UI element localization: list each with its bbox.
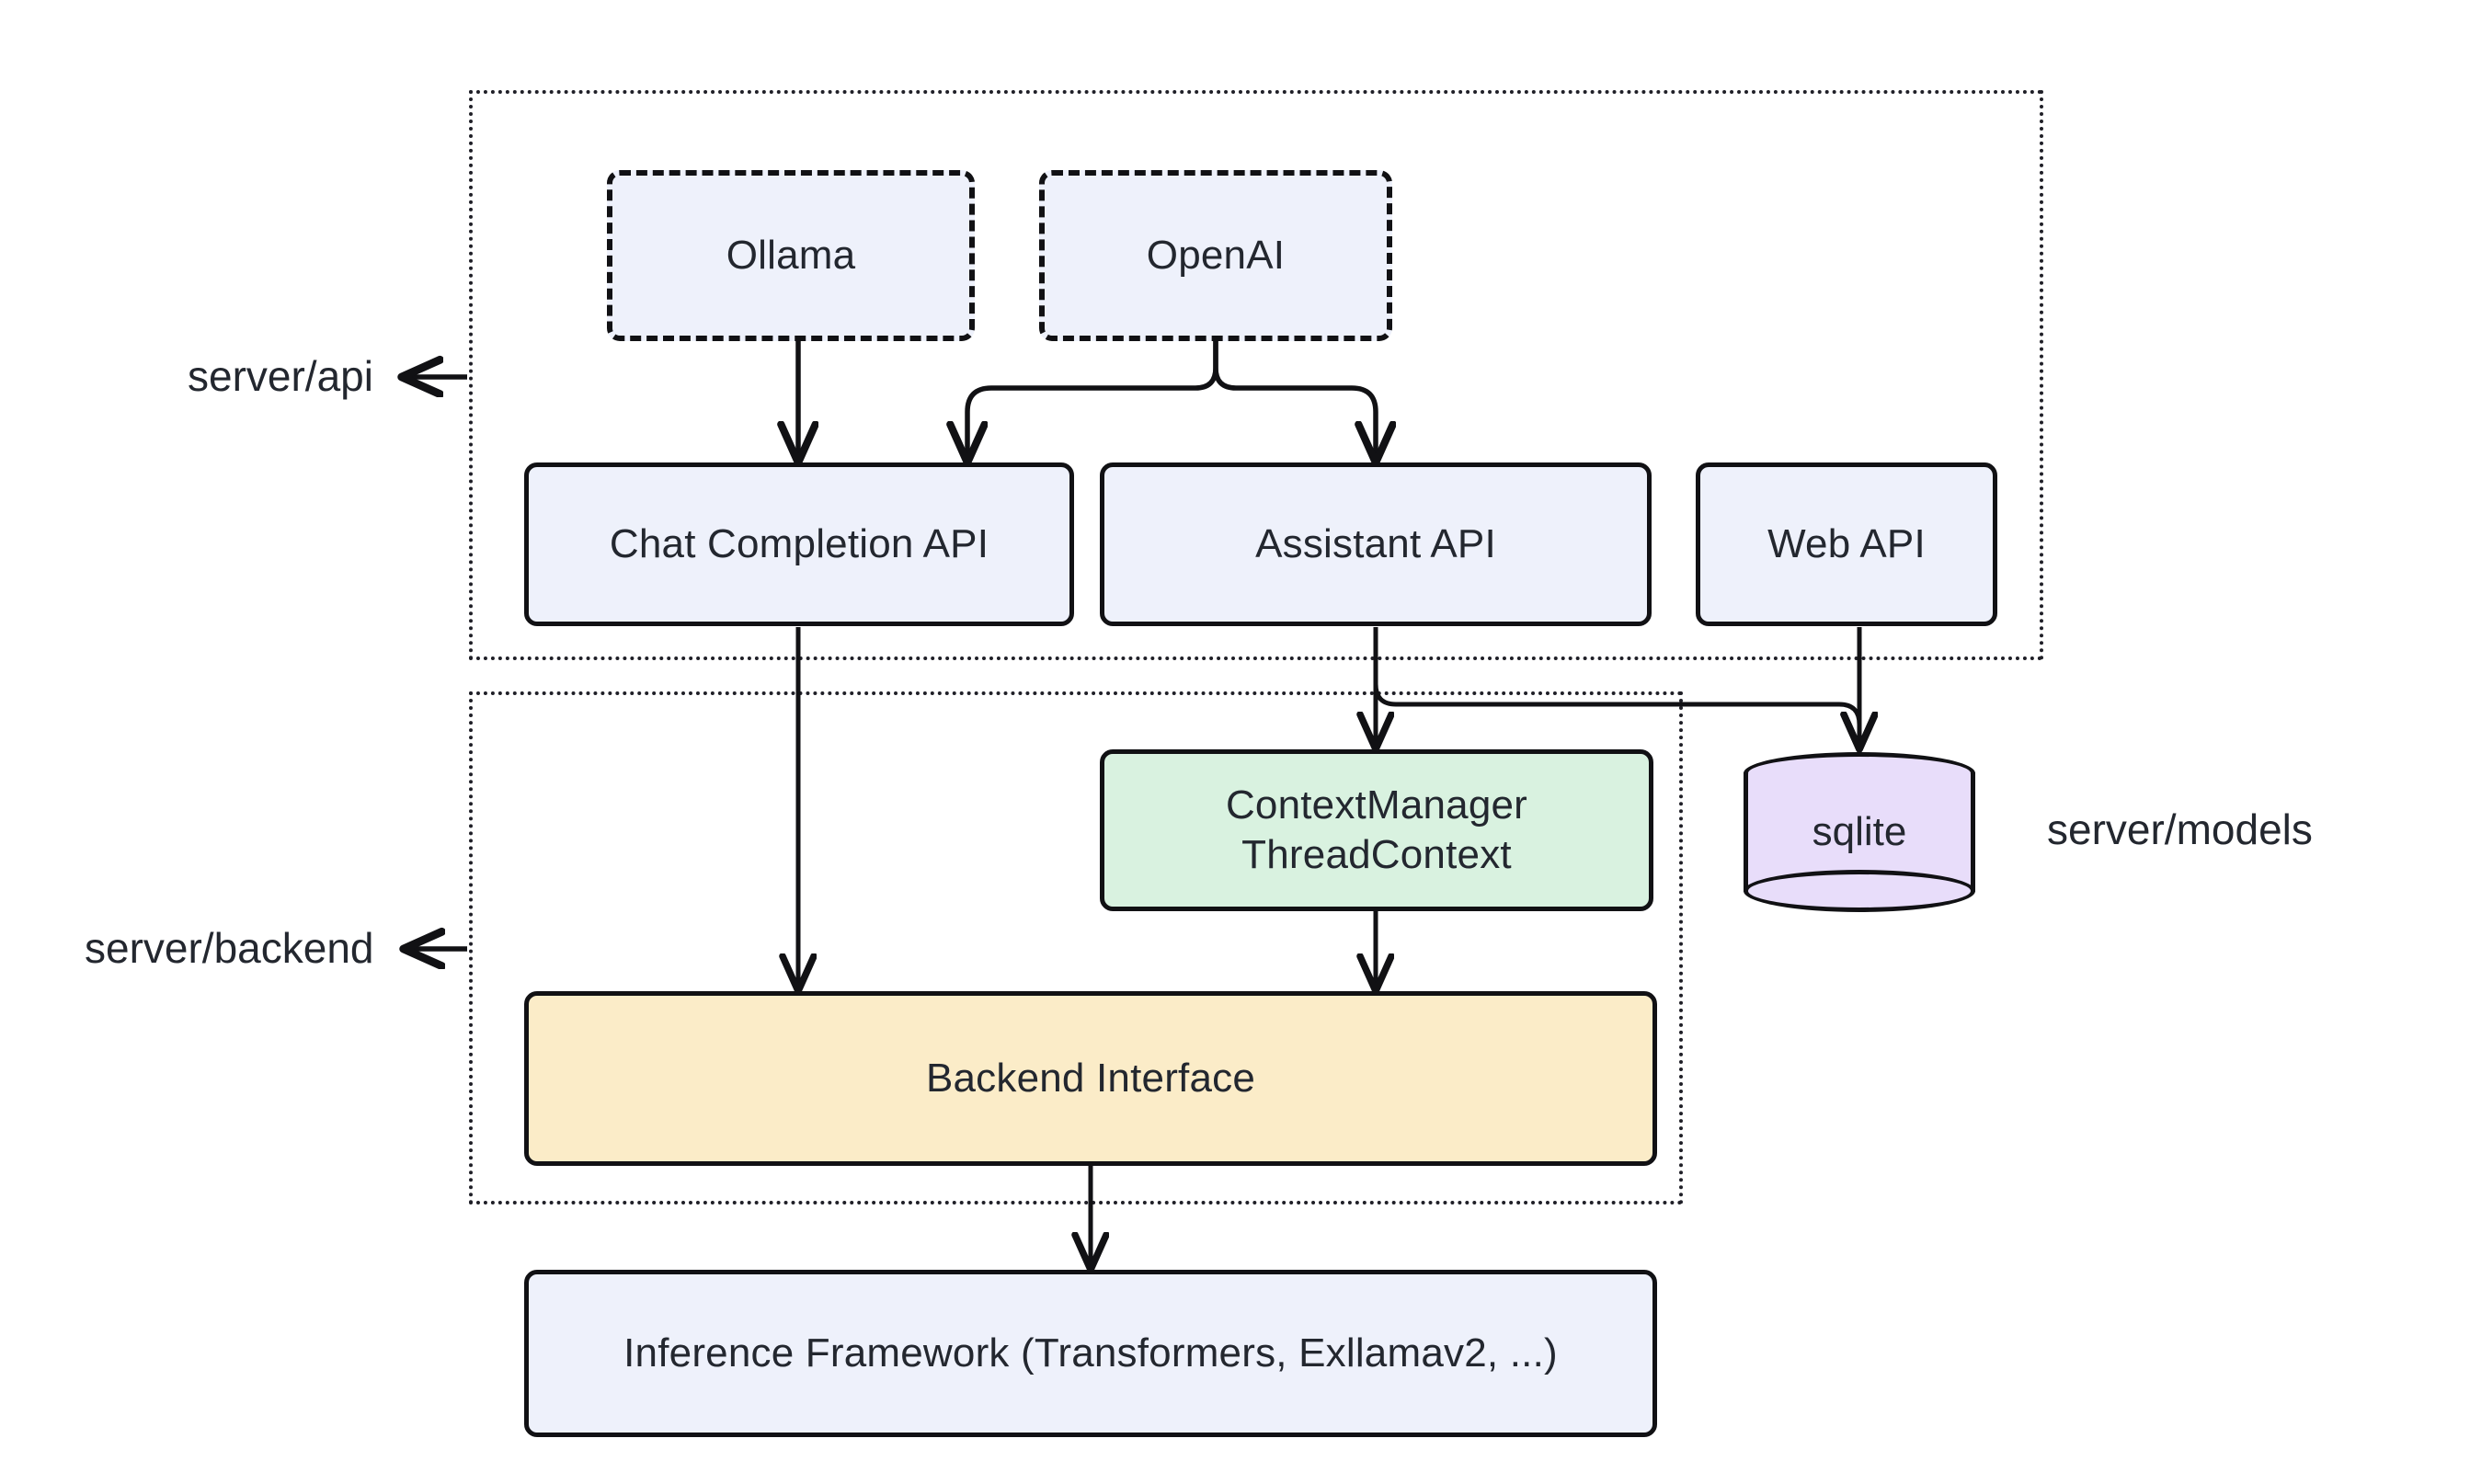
sqlite-cylinder-cover bbox=[1748, 774, 1971, 798]
node-inference-framework[interactable]: Inference Framework (Transformers, Exlla… bbox=[524, 1270, 1657, 1437]
label-server-models: server/models bbox=[2047, 805, 2313, 853]
node-backend-interface[interactable]: Backend Interface bbox=[524, 991, 1657, 1166]
label-server-backend: server/backend bbox=[85, 924, 374, 972]
node-openai[interactable]: OpenAI bbox=[1039, 170, 1392, 341]
node-chat-completion-api[interactable]: Chat Completion API bbox=[524, 462, 1074, 626]
node-ollama-label: Ollama bbox=[726, 233, 856, 279]
sqlite-cylinder-bottom bbox=[1744, 870, 1975, 912]
node-assistant-api-label: Assistant API bbox=[1255, 521, 1496, 567]
node-openai-label: OpenAI bbox=[1146, 233, 1286, 279]
node-backend-interface-label: Backend Interface bbox=[925, 1056, 1256, 1102]
node-web-api[interactable]: Web API bbox=[1696, 462, 1997, 626]
node-context-manager-label-line1: ContextManager bbox=[1225, 782, 1528, 828]
node-sqlite-database[interactable]: sqlite bbox=[1744, 752, 1975, 912]
node-sqlite-label: sqlite bbox=[1812, 809, 1907, 854]
group-server-api bbox=[469, 90, 2043, 660]
node-web-api-label: Web API bbox=[1767, 521, 1926, 567]
node-assistant-api[interactable]: Assistant API bbox=[1100, 462, 1652, 626]
node-chat-completion-api-label: Chat Completion API bbox=[609, 521, 989, 567]
node-inference-framework-label: Inference Framework (Transformers, Exlla… bbox=[623, 1330, 1558, 1376]
group-server-backend bbox=[469, 691, 1683, 1204]
node-ollama[interactable]: Ollama bbox=[607, 170, 975, 341]
node-context-manager[interactable]: ContextManager ThreadContext bbox=[1100, 749, 1653, 911]
label-server-api: server/api bbox=[188, 352, 373, 400]
node-context-manager-label-line2: ThreadContext bbox=[1241, 832, 1512, 877]
